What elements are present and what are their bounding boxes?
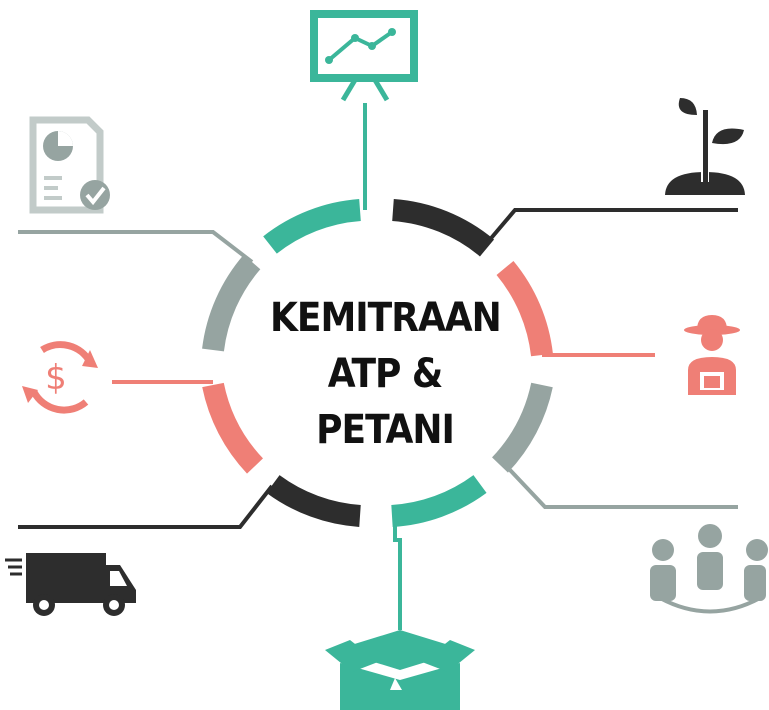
ring-segment-right-lower — [491, 382, 553, 473]
ring-segment-top-right — [391, 199, 495, 257]
presentation-chart-icon — [310, 10, 418, 102]
ring-segment-left-lower — [202, 382, 264, 474]
center-label-line3: PETANI — [316, 407, 455, 453]
ring-segment-right-upper — [496, 260, 553, 357]
connector-bottom-left — [18, 484, 274, 529]
connector-bottom-right — [508, 468, 738, 509]
svg-text:$: $ — [45, 358, 67, 398]
center-label-line2: ATP & — [327, 351, 444, 397]
dollar-cycle-icon: $ — [22, 341, 98, 414]
ring — [202, 199, 553, 527]
connector-top-right — [485, 208, 738, 245]
ring-segment-top-left — [263, 199, 362, 254]
delivery-truck-icon — [5, 553, 136, 616]
group-people-icon — [650, 524, 768, 614]
ring-segment-bottom-left — [266, 475, 362, 527]
open-box-icon — [325, 630, 475, 710]
farmer-icon — [684, 315, 740, 395]
center-label: KEMITRAAN ATP & PETANI — [270, 290, 502, 458]
checklist-document-icon — [29, 116, 110, 214]
connector-bottom — [393, 516, 402, 630]
seedling-icon — [665, 98, 745, 195]
connector-top-left — [18, 230, 254, 264]
ring-segment-left-upper — [202, 254, 261, 352]
center-label-line1: KEMITRAAN — [270, 295, 502, 341]
connectors — [18, 103, 738, 630]
ring-segment-bottom-right — [391, 475, 487, 527]
